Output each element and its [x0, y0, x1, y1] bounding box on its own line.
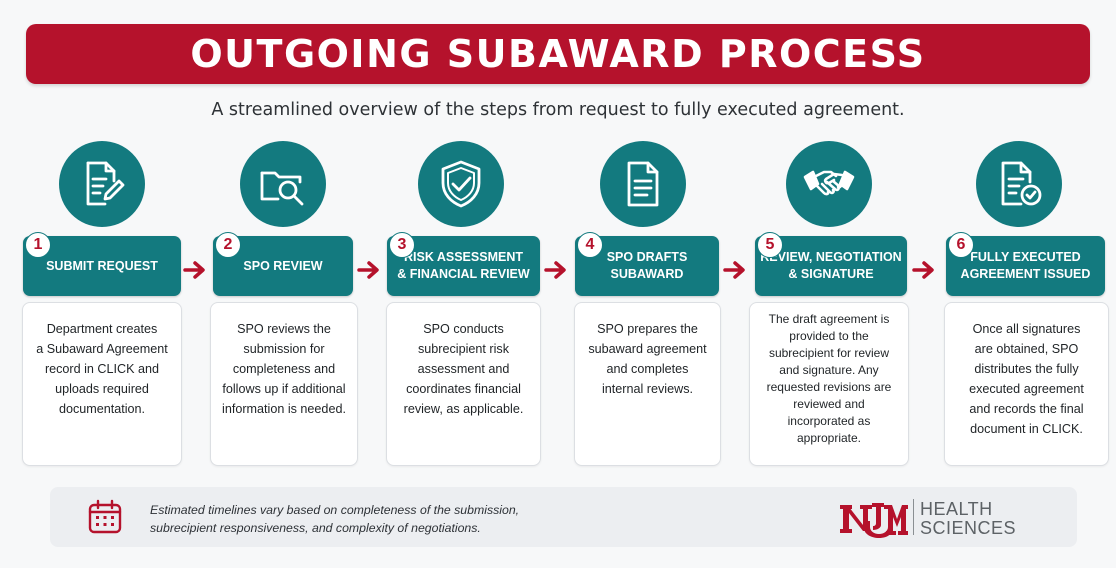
arrow-right-icon — [183, 261, 205, 279]
arrow-right-icon — [544, 261, 566, 279]
page-title: OUTGOING SUBAWARD PROCESS — [190, 32, 926, 76]
step-4-number-badge: 4 — [577, 232, 603, 258]
handshake-icon — [803, 170, 855, 196]
step-1-description-card: Department creates a Subaward Agreement … — [22, 302, 182, 466]
folder-search-icon — [260, 171, 304, 206]
arrow-right-icon — [912, 261, 934, 279]
step-6-label: FULLY EXECUTED AGREEMENT ISSUED — [960, 250, 1091, 281]
logo-text: HEALTH SCIENCES — [920, 500, 1016, 538]
step-6-description: Once all signatures are obtained, SPO di… — [969, 322, 1084, 436]
step-6-description-card: Once all signatures are obtained, SPO di… — [944, 302, 1109, 466]
step-2-icon-circle — [240, 141, 326, 227]
step-1-description: Department creates a Subaward Agreement … — [36, 322, 168, 416]
step-2-description: SPO reviews the submission for completen… — [222, 322, 346, 416]
step-3-label: RISK ASSESSMENT & FINANCIAL REVIEW — [397, 250, 530, 281]
step-4-description-card: SPO prepares the subaward agreement and … — [574, 302, 721, 466]
step-2-description-card: SPO reviews the submission for completen… — [210, 302, 358, 466]
step-5-description: The draft agreement is provided to the s… — [766, 312, 892, 445]
calendar-icon — [88, 499, 122, 534]
step-5-number-badge: 5 — [757, 232, 783, 258]
step-3-description-card: SPO conducts subrecipient risk assessmen… — [386, 302, 541, 466]
timeline-note: Estimated timelines vary based on comple… — [150, 503, 520, 535]
step-5-icon-circle — [786, 141, 872, 227]
step-1-number-badge: 1 — [25, 232, 51, 258]
step-2-number-badge: 2 — [215, 232, 241, 258]
logo-wordmark: HEALTH SCIENCES — [920, 499, 1017, 538]
document-check-icon — [1001, 161, 1042, 206]
step-1-icon-circle — [59, 141, 145, 227]
step-3-description: SPO conducts subrecipient risk assessmen… — [403, 322, 524, 416]
shield-check-icon — [441, 160, 481, 208]
step-5-description-card: The draft agreement is provided to the s… — [749, 302, 909, 466]
document-icon — [627, 161, 659, 207]
arrow-right-icon — [357, 261, 379, 279]
page-subtitle: A streamlined overview of the steps from… — [211, 100, 905, 120]
step-2-header: SPO REVIEW — [213, 236, 353, 296]
footer-panel: Estimated timelines vary based on comple… — [50, 487, 1077, 547]
title-banner: OUTGOING SUBAWARD PROCESS — [26, 24, 1090, 84]
step-4-description: SPO prepares the subaward agreement and … — [588, 322, 707, 396]
step-6-icon-circle — [976, 141, 1062, 227]
step-1-label: SUBMIT REQUEST — [46, 258, 158, 273]
document-pen-icon — [86, 161, 125, 206]
step-3-icon-circle — [418, 141, 504, 227]
step-3-number-badge: 3 — [389, 232, 415, 258]
step-5-label: REVIEW, NEGOTIATION & SIGNATURE — [760, 250, 902, 281]
step-2-label: SPO REVIEW — [243, 258, 323, 273]
step-6-number-badge: 6 — [948, 232, 974, 258]
step-4-label: SPO DRAFTS SUBAWARD — [606, 250, 688, 281]
step-4-icon-circle — [600, 141, 686, 227]
logo-divider — [913, 499, 914, 535]
arrow-right-icon — [723, 261, 745, 279]
unm-logo-mark — [840, 503, 908, 538]
